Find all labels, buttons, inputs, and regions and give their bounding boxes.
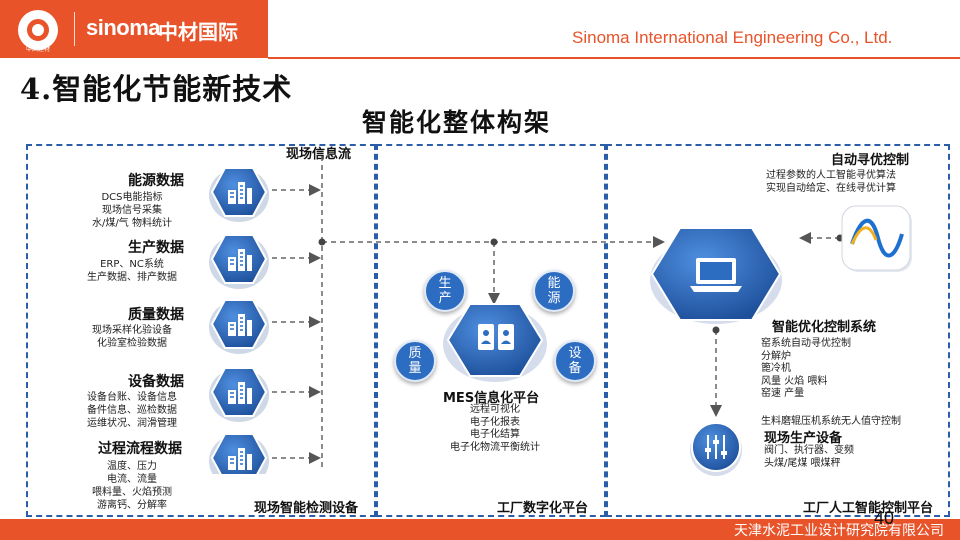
building-chart-icon xyxy=(209,433,269,474)
logo-separator xyxy=(74,12,75,46)
field-info-flow-label: 现场信息流 xyxy=(286,147,352,162)
sliders-icon xyxy=(690,422,742,476)
middle-panel-label: 工厂数字化平台 xyxy=(497,501,589,516)
laptop-icon xyxy=(650,227,782,324)
footer-org-name: 天津水泥工业设计研究院有限公司 xyxy=(734,523,944,539)
left-panel-label: 现场智能检测设备 xyxy=(254,501,359,516)
smart-control-system-title: 智能优化控制系统 xyxy=(772,320,877,335)
middle-panel-frame xyxy=(376,144,606,517)
logo-brand-en: sinoma xyxy=(86,15,161,40)
header-rule xyxy=(268,57,960,59)
category-icons xyxy=(209,167,269,474)
left-panel-frame xyxy=(26,144,376,517)
building-chart-icon xyxy=(209,167,269,222)
diagram-subtitle: 智能化整体构架 xyxy=(362,108,552,137)
sine-wave-icon xyxy=(841,205,912,272)
tablet-users-icon xyxy=(443,303,547,382)
auto-optimization-title: 自动寻优控制 xyxy=(831,153,910,168)
category-title: 能源数据 xyxy=(128,173,184,189)
slide-title: 4.智能化节能新技术 xyxy=(20,72,293,106)
mes-platform-lines: 远程可视化 电子化报表 电子化结算 电子化物流平衡统计 xyxy=(450,404,540,453)
bubble-quality: 质量 xyxy=(394,340,436,382)
company-name: Sinoma International Engineering Co., Lt… xyxy=(572,28,893,47)
category-lines: 现场采样化验设备 化验室检验数据 xyxy=(92,325,172,349)
category-lines: 温度、压力 电流、流量 喂料量、火焰预测 游离钙、分解率 xyxy=(92,461,172,511)
category-title: 质量数据 xyxy=(128,307,184,323)
category-title: 生产数据 xyxy=(128,240,184,256)
auto-optimization-lines: 过程参数的人工智能寻优算法 实现自动给定、在线寻优计算 xyxy=(766,170,896,194)
smart-control-system-lines: 窑系统自动寻优控制 分解炉 篦冷机 风量 火焰 喂料 窑速 产量 xyxy=(761,338,851,399)
right-panel-label: 工厂人工智能控制平台 xyxy=(803,501,934,516)
building-chart-icon xyxy=(209,299,269,354)
footer-bar xyxy=(0,519,960,540)
raw-mill-control-line: 生料磨辊压机系统无人值守控制 xyxy=(761,416,901,427)
bubble-production: 生产 xyxy=(424,270,466,312)
building-chart-icon xyxy=(209,234,269,289)
right-panel-frame xyxy=(606,144,950,517)
bubble-equipment: 设备 xyxy=(554,340,596,382)
mes-platform-title: MES信息化平台 xyxy=(443,391,540,406)
building-chart-icon xyxy=(209,367,269,422)
page-number: 40 xyxy=(874,508,895,528)
bubble-energy: 能源 xyxy=(533,270,575,312)
category-title: 过程流程数据 xyxy=(98,441,182,457)
category-lines: DCS电能指标 现场信号采集 水/煤/气 物料统计 xyxy=(92,192,172,229)
logo-brand-cn: 中材国际 xyxy=(158,20,238,44)
category-lines: 设备台账、设备信息 备件信息、巡检数据 运维状况、润滑管理 xyxy=(87,392,177,429)
logo-subtitle: 中国建材 xyxy=(25,46,50,53)
sinoma-logo-icon xyxy=(18,10,58,50)
field-equipment-lines: 阀门、执行器、变频 头煤/尾煤 喂煤秤 xyxy=(764,445,854,469)
field-equipment-title: 现场生产设备 xyxy=(764,431,843,446)
category-title: 设备数据 xyxy=(128,374,184,390)
category-lines: ERP、NC系统 生产数据、排产数据 xyxy=(87,259,177,283)
